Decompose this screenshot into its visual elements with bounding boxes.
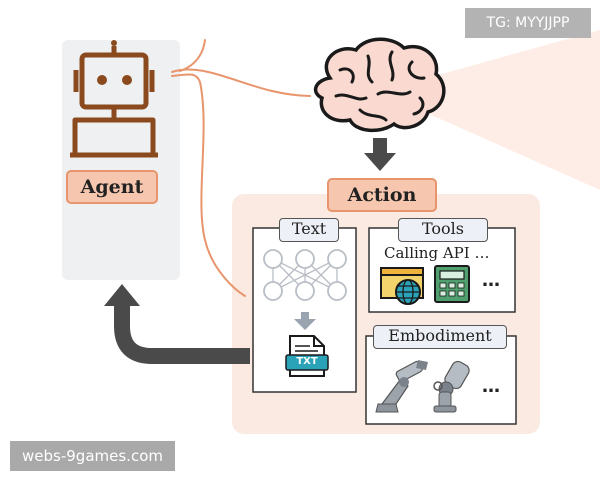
watermark-top-right: TG: MYYJJPP (465, 8, 591, 38)
small-down-arrow-icon (294, 312, 316, 330)
robot-leg-icon (433, 360, 470, 413)
txt-file-icon (285, 335, 329, 377)
calling-api-caption: Calling API … (384, 244, 490, 262)
embodiment-tab-label: Embodiment (373, 325, 507, 349)
calculator-icon (434, 265, 470, 303)
tools-tab-label: Tools (398, 218, 488, 242)
agent-label: Agent (66, 170, 158, 204)
neural-network-icon (263, 249, 347, 301)
robot-eye-left (97, 75, 107, 85)
watermark-bottom-left: webs-9games.com (10, 441, 175, 471)
text-tab-label: Text (279, 218, 339, 242)
browser-globe-icon (380, 267, 424, 305)
down-arrow-icon (364, 138, 396, 171)
robot-arm-icon (375, 360, 428, 413)
robot-icon (70, 40, 158, 158)
embodiment-more-ellipsis: … (482, 376, 501, 397)
agent-panel (62, 40, 180, 280)
tools-more-ellipsis: … (482, 270, 501, 291)
brain-icon (313, 37, 446, 133)
action-label: Action (327, 178, 437, 212)
txt-file-label: TXT (296, 356, 318, 367)
return-arrow-icon (104, 284, 250, 364)
connection-curves (171, 39, 311, 297)
brain-glow (420, 30, 600, 190)
robot-eye-right (122, 75, 132, 85)
